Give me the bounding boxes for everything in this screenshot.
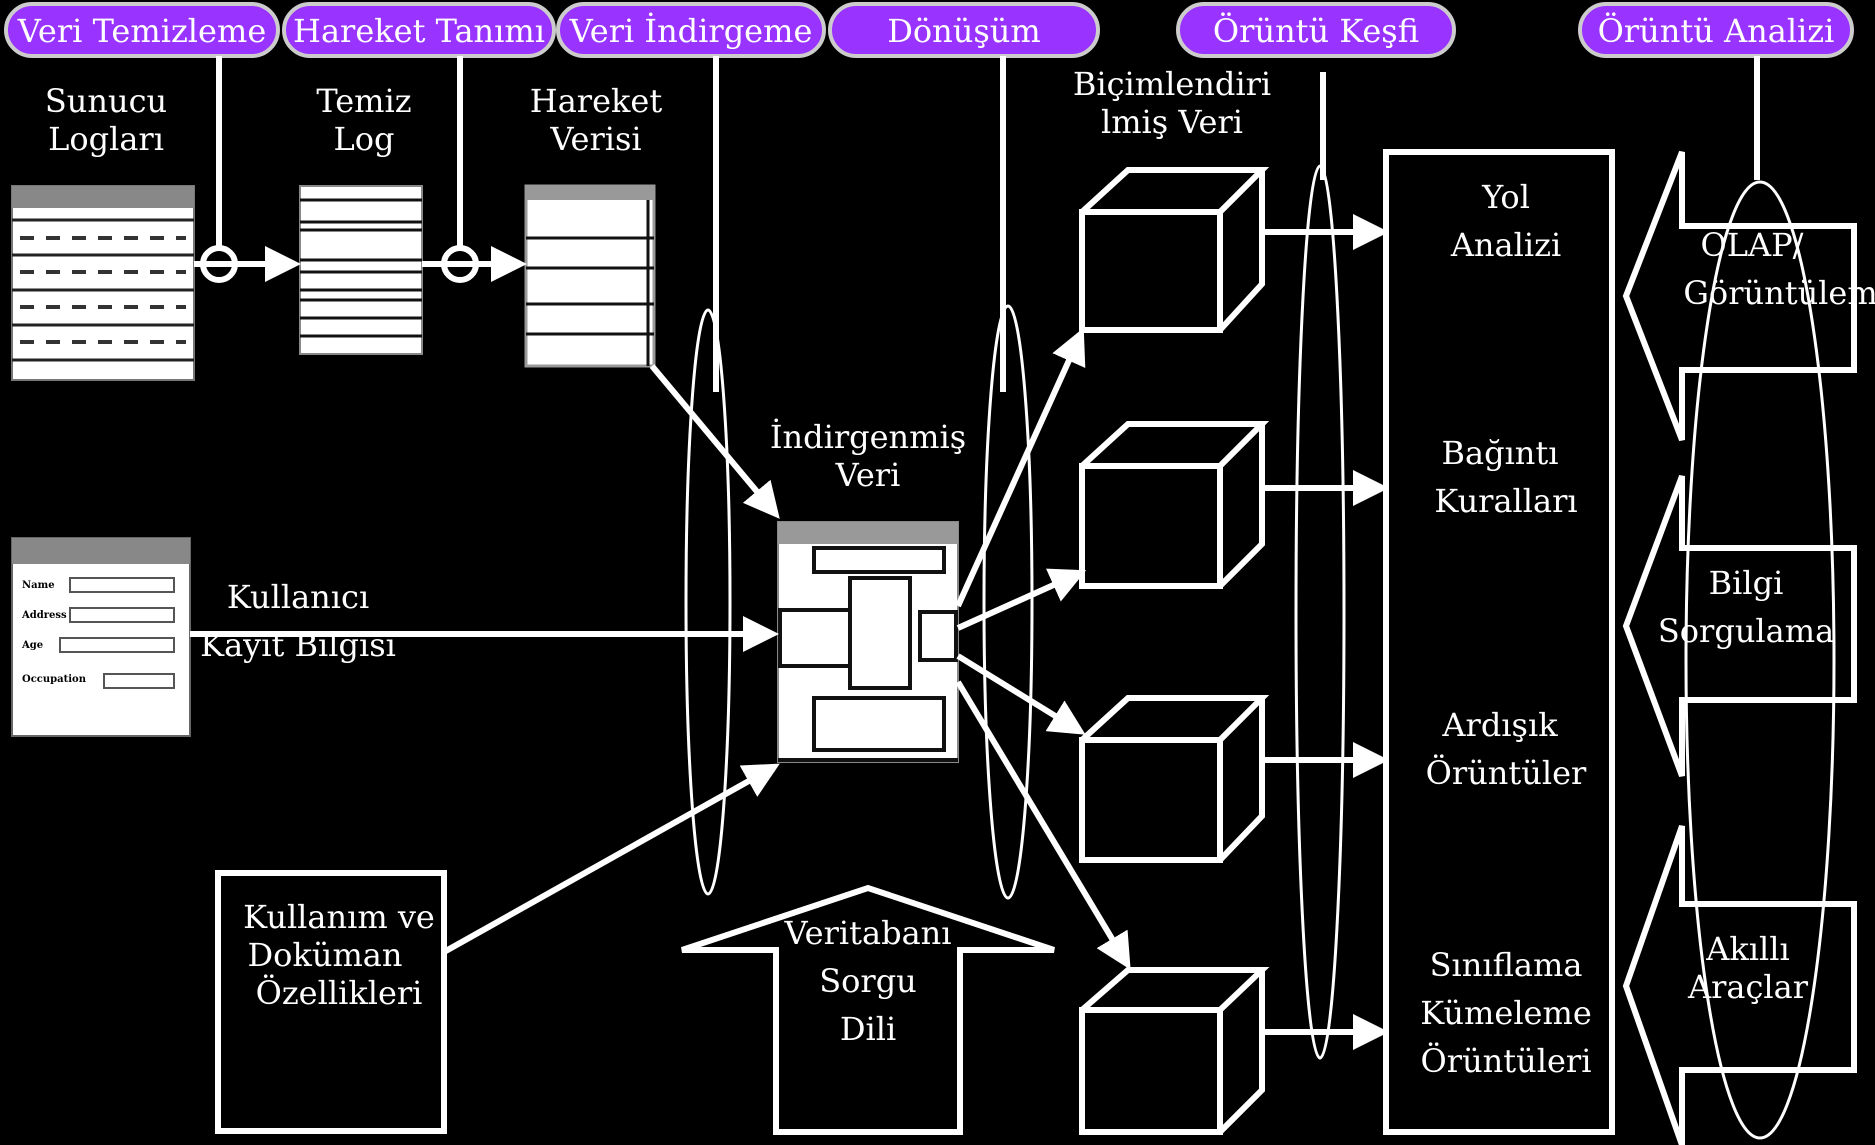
reduced-data-node: İndirgenmiş Veri xyxy=(770,418,966,763)
form-field-occupation: Occupation xyxy=(22,674,87,685)
svg-text:Yol: Yol xyxy=(1481,178,1530,216)
analysis-olap-label: OLAP/ Görüntüleme xyxy=(1683,226,1875,312)
server-logs-table-icon xyxy=(11,185,195,381)
stage-label: Veri İndirgeme xyxy=(569,12,813,50)
reduced-data-label-1: İndirgenmiş xyxy=(770,418,966,456)
formatted-data-cubes xyxy=(1079,167,1270,1135)
svg-text:Kümeleme: Kümeleme xyxy=(1420,994,1592,1032)
reduced-data-table-icon xyxy=(777,521,959,763)
server-logs-source: Sunucu Logları xyxy=(11,82,195,381)
query-language-label-1: Veritabanı xyxy=(784,914,952,952)
stage-label: Dönüşüm xyxy=(887,12,1041,50)
svg-text:Örüntüleri: Örüntüleri xyxy=(1421,1042,1592,1080)
usage-features-label-3: Özellikleri xyxy=(256,974,423,1012)
formatted-data-label-2: lmiş Veri xyxy=(1101,103,1243,141)
log-flow-arrows xyxy=(194,245,527,283)
usage-features-label-1: Kullanım ve xyxy=(243,898,435,936)
svg-text:Sınıflama: Sınıflama xyxy=(1430,946,1583,984)
stage-pill-analysis: Örüntü Analizi xyxy=(1578,2,1854,58)
svg-text:Analizi: Analizi xyxy=(1450,226,1561,264)
stage-pill-discovery: Örüntü Keşfi xyxy=(1176,2,1456,58)
svg-text:Araçlar: Araçlar xyxy=(1687,968,1809,1006)
svg-text:Görüntüleme: Görüntüleme xyxy=(1683,274,1875,312)
svg-text:Bilgi: Bilgi xyxy=(1709,564,1784,602)
clean-log-source: Temiz Log xyxy=(299,82,423,355)
server-logs-label-2: Logları xyxy=(48,120,164,158)
svg-text:OLAP/: OLAP/ xyxy=(1701,226,1804,264)
data-cube-3 xyxy=(1079,695,1270,863)
discovery-classification-clustering: Sınıflama Kümeleme Örüntüleri xyxy=(1420,946,1592,1080)
clean-log-table-icon xyxy=(299,185,423,355)
data-cube-2 xyxy=(1079,421,1270,589)
phase-ellipses xyxy=(684,164,1836,1140)
formatted-data-label: Biçimlendiri lmiş Veri xyxy=(1073,65,1271,141)
query-language-arrow: Veritabanı Sorgu Dili xyxy=(681,884,1055,1135)
stage-pill-transaction: Hareket Tanımı xyxy=(282,2,556,58)
analysis-query-label: Bilgi Sorgulama xyxy=(1658,564,1834,650)
stage-pill-reduction: Veri İndirgeme xyxy=(556,2,826,58)
pattern-discovery-box: Yol Analizi Bağıntı Kuralları Ardışık Ör… xyxy=(1383,149,1615,1135)
transaction-data-table-icon xyxy=(524,184,656,368)
discovery-association-rules: Bağıntı Kuralları xyxy=(1434,434,1577,520)
analysis-tools-label: Akıllı Araçlar xyxy=(1687,930,1809,1006)
pattern-analysis-arrows xyxy=(1622,150,1857,1145)
reduction-input-arrows xyxy=(190,364,780,955)
analysis-arrow-olap xyxy=(1622,150,1857,442)
analysis-arrow-query xyxy=(1622,474,1857,778)
form-field-age: Age xyxy=(21,640,43,651)
discovery-sequential-patterns: Ardışık Örüntüler xyxy=(1426,706,1587,792)
stage-pill-cleaning: Veri Temizleme xyxy=(4,2,280,58)
clean-log-label-1: Temiz xyxy=(316,82,411,120)
svg-text:Ardışık: Ardışık xyxy=(1441,706,1558,744)
usage-features-box: Kullanım ve Doküman Özellikleri xyxy=(215,870,447,1134)
analysis-labels: OLAP/ Görüntüleme Bilgi Sorgulama Akıllı… xyxy=(1658,226,1875,1006)
stage-label: Örüntü Keşfi xyxy=(1213,12,1419,50)
formatted-data-label-1: Biçimlendiri xyxy=(1073,65,1271,103)
transformation-arrows xyxy=(955,327,1131,970)
data-cube-1 xyxy=(1079,167,1270,333)
usage-features-label-2: Doküman xyxy=(248,936,403,974)
transaction-data-source: Hareket Verisi xyxy=(524,82,663,368)
stage-label: Örüntü Analizi xyxy=(1598,12,1835,50)
transaction-data-label-2: Verisi xyxy=(549,120,641,158)
svg-text:Akıllı: Akıllı xyxy=(1705,930,1789,968)
stage-label: Veri Temizleme xyxy=(17,12,267,50)
svg-text:Örüntüler: Örüntüler xyxy=(1426,754,1587,792)
discovery-input-arrows xyxy=(1262,214,1389,1050)
svg-text:Bağıntı: Bağıntı xyxy=(1441,434,1558,472)
svg-text:Sorgulama: Sorgulama xyxy=(1658,612,1834,650)
form-field-address: Address xyxy=(21,610,67,621)
server-logs-label-1: Sunucu xyxy=(45,82,167,120)
query-language-label-3: Dili xyxy=(840,1010,896,1048)
analysis-arrow-tools xyxy=(1622,825,1857,1145)
user-registration-label-1: Kullanıcı xyxy=(227,578,369,616)
data-cube-4 xyxy=(1079,967,1270,1135)
form-field-name: Name xyxy=(22,580,55,591)
user-registration-source: Kullanıcı Kayıt Bilgisi xyxy=(200,578,396,664)
user-registration-form-icon: Name Address Age Occupation xyxy=(11,537,191,737)
stage-label: Hareket Tanımı xyxy=(293,12,545,50)
transaction-data-label-1: Hareket xyxy=(530,82,663,120)
stage-pill-transformation: Dönüşüm xyxy=(828,2,1100,58)
svg-text:Kuralları: Kuralları xyxy=(1434,482,1577,520)
discovery-path-analysis: Yol Analizi xyxy=(1450,178,1561,264)
stage-connector-lines xyxy=(216,56,1760,392)
query-language-label-2: Sorgu xyxy=(819,962,917,1000)
clean-log-label-2: Log xyxy=(334,120,395,158)
reduced-data-label-2: Veri xyxy=(835,456,901,494)
